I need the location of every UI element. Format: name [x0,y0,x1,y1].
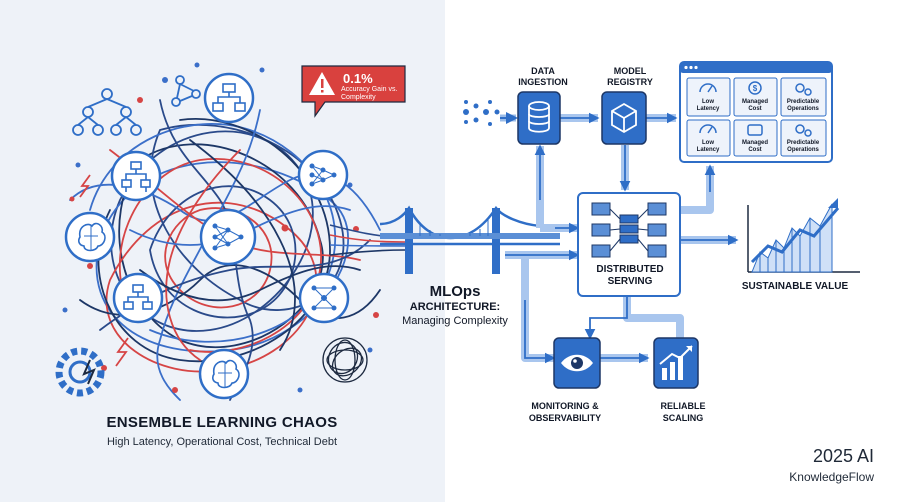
value-growth-chart [747,198,860,273]
model-node-flowchart-left [110,150,162,202]
model-node-brain-bottom [198,348,250,400]
model-node-neural-center [199,208,257,266]
alert-percentage: 0.1% [343,71,373,86]
accuracy-alert-box [301,65,406,118]
mlops-title: MLOps [429,283,481,300]
sustainable-value-label: SUSTAINABLE VALUE [741,281,849,292]
small-network-icon [171,75,201,107]
model-node-brain-left [64,211,116,263]
warning-triangle-icon [309,72,335,95]
model-node-neural-right [297,149,349,201]
bar-growth-icon [659,345,693,380]
gears-icon [795,83,812,96]
gauge-icon [699,83,717,93]
model-node-network-right [298,272,350,324]
alert-caption: Accuracy Gain vs. Complexity [341,86,398,101]
distributed-serving-node [577,192,681,297]
brand-name: KnowledgeFlow [789,470,874,484]
warning-bolts-icon [79,174,129,367]
mlops-architecture-label: ARCHITECTURE: [409,301,501,313]
eye-icon [561,354,593,372]
server-icon [619,214,639,244]
mlops-subtitle: Managing Complexity [402,315,508,327]
dashboard-window: $ [679,61,833,163]
chaos-subtitle: High Latency, Operational Cost, Technica… [106,436,338,448]
model-node-flowchart-bottom-left [112,272,164,324]
svg-text:$: $ [753,84,758,93]
bridge-icon [379,205,560,274]
monitoring-label: MONITORING &OBSERVABILITY [528,401,602,423]
tree-network-icon [72,88,142,136]
wallet-icon [747,124,763,136]
broken-gear-icon [55,347,105,397]
gauge-icon-2 [699,124,717,134]
dollar-icon: $ [748,81,762,95]
input-data-dots [463,100,500,126]
database-icon [528,101,550,133]
model-node-hierarchy-top [203,72,255,124]
brand-year: 2025 AI [812,446,874,466]
cube-icon [611,102,637,134]
monitoring-node [553,337,601,389]
reliable-scaling-node [653,337,699,389]
model-registry-node [601,91,647,145]
gears-icon-2 [795,124,812,137]
data-ingestion-node [517,91,561,145]
chaos-title: ENSEMBLE LEARNING CHAOS [106,414,338,431]
